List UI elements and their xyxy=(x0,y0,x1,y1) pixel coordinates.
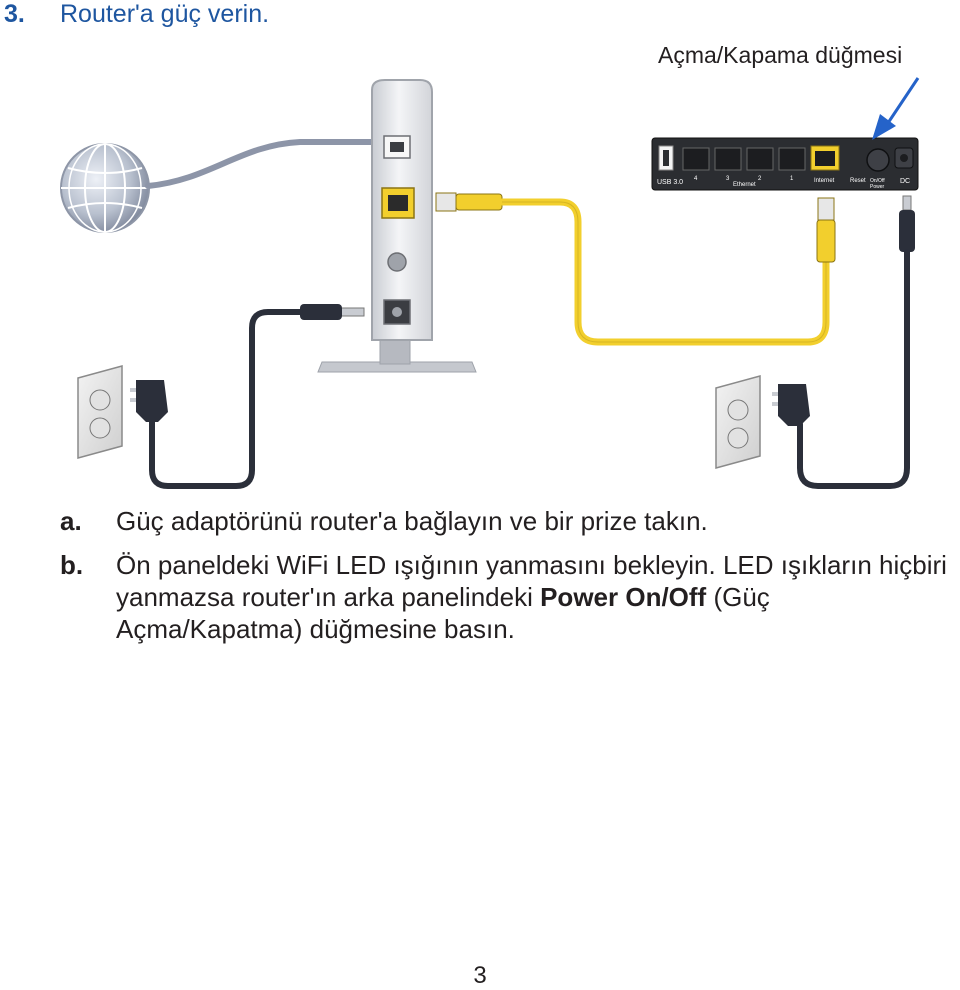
power-cord-right xyxy=(797,195,915,489)
ethernet-cable-yellow xyxy=(435,192,836,346)
callout-arrow-icon xyxy=(872,77,920,140)
label-port-2: 2 xyxy=(758,176,762,182)
label-port-1: 1 xyxy=(790,176,794,182)
label-usb: USB 3.0 xyxy=(657,179,683,186)
label-on-off: On/Off xyxy=(870,178,885,184)
label-port-4: 4 xyxy=(694,176,698,182)
item-b-label: b. xyxy=(60,550,84,580)
label-power: Power xyxy=(870,184,885,190)
label-internet: Internet xyxy=(814,178,835,184)
item-b-text: Ön paneldeki WiFi LED ışığının yanmasını… xyxy=(116,549,956,645)
item-a-text: Güç adaptörünü router'a bağlayın ve bir … xyxy=(116,506,708,536)
connection-diagram: USB 3.0 4 3 2 1 Ethernet Internet Reset … xyxy=(60,77,920,489)
page-number: 3 xyxy=(473,962,487,989)
item-b-text-before: Ön paneldeki WiFi LED ışığının yanmasını… xyxy=(116,550,947,612)
power-cord-left xyxy=(149,304,365,489)
label-dc: DC xyxy=(900,178,910,185)
instruction-item-a: a. Güç adaptörünü router'a bağlayın ve b… xyxy=(60,505,950,539)
item-b-bold-term: Power On/Off xyxy=(540,582,707,612)
item-a-label: a. xyxy=(60,506,82,536)
router-side-view xyxy=(317,79,477,373)
router-back-panel: USB 3.0 4 3 2 1 Ethernet Internet Reset … xyxy=(651,137,919,191)
label-reset: Reset xyxy=(850,178,866,184)
instruction-item-b: b. Ön paneldeki WiFi LED ışığının yanmas… xyxy=(60,549,950,649)
internet-globe-icon xyxy=(60,143,150,233)
dsl-cable xyxy=(145,139,388,189)
wall-outlet-left-icon xyxy=(77,365,168,459)
item-b-text-after: (Güç Açma/Kapatma) düğmesine basın. xyxy=(116,582,770,644)
step-title: Router'a güç verin. xyxy=(60,0,270,28)
wall-outlet-right-icon xyxy=(715,375,810,469)
power-button-callout: Açma/Kapama düğmesi xyxy=(658,42,903,68)
label-port-3: 3 xyxy=(726,176,730,182)
label-ethernet: Ethernet xyxy=(733,182,756,188)
step-number: 3. xyxy=(4,0,25,28)
